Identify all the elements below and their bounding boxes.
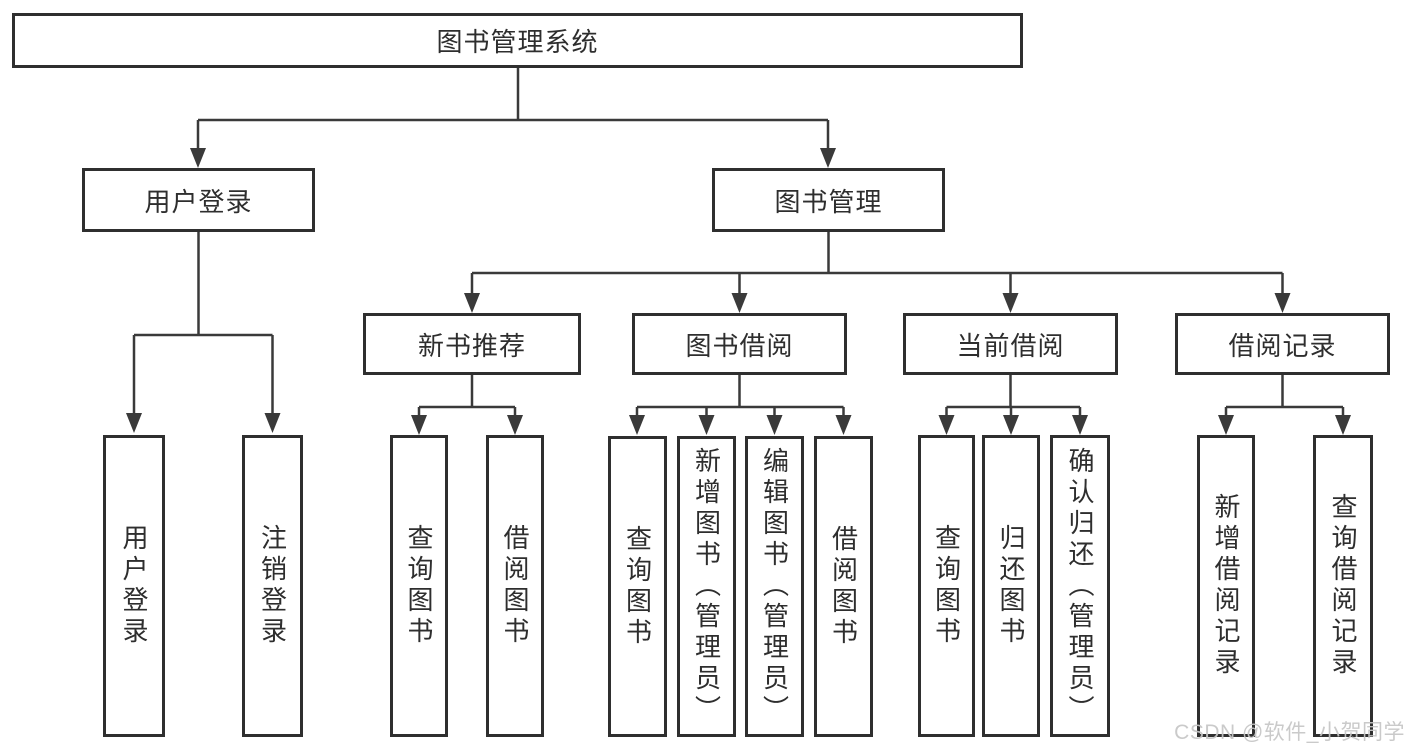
- node-leaf-query-books-recommend-label: 查询图书: [404, 524, 434, 648]
- node-leaf-logout-label: 注销登录: [257, 524, 288, 648]
- node-leaf-query-books-current-label: 查询图书: [931, 524, 962, 648]
- node-leaf-borrow-books-recommend: 借阅图书: [486, 435, 544, 737]
- node-new-book-recommend: 新书推荐: [363, 313, 581, 375]
- node-leaf-user-login: 用户登录: [103, 435, 165, 737]
- node-leaf-add-borrow-record-label: 新增借阅记录: [1211, 493, 1241, 679]
- node-root: 图书管理系统: [12, 13, 1023, 68]
- node-leaf-add-borrow-record: 新增借阅记录: [1197, 435, 1255, 737]
- node-leaf-edit-books-admin-label: 编辑图书（管理员）: [759, 447, 790, 726]
- node-leaf-add-books-admin-label: 新增图书（管理员）: [691, 447, 722, 726]
- node-leaf-borrow-books-label: 借阅图书: [828, 524, 859, 649]
- node-leaf-borrow-books: 借阅图书: [814, 436, 873, 737]
- node-leaf-confirm-return-admin-label: 确认归还（管理员）: [1065, 446, 1095, 726]
- watermark: CSDN @软件_小贺同学: [1174, 721, 1405, 744]
- node-leaf-query-books-current: 查询图书: [918, 435, 975, 737]
- node-leaf-edit-books-admin: 编辑图书（管理员）: [745, 436, 804, 737]
- node-leaf-user-login-label: 用户登录: [119, 524, 149, 648]
- node-leaf-query-borrow-record-label: 查询借阅记录: [1328, 493, 1358, 679]
- node-leaf-logout: 注销登录: [242, 435, 303, 737]
- node-borrow-records: 借阅记录: [1175, 313, 1390, 375]
- node-leaf-borrow-books-recommend-label: 借阅图书: [500, 524, 530, 648]
- node-leaf-query-books-borrow: 查询图书: [608, 436, 667, 737]
- node-leaf-return-books: 归还图书: [982, 435, 1040, 737]
- node-book-borrow: 图书借阅: [632, 313, 847, 375]
- node-leaf-add-books-admin: 新增图书（管理员）: [677, 436, 736, 737]
- node-leaf-confirm-return-admin: 确认归还（管理员）: [1050, 435, 1110, 737]
- node-leaf-return-books-label: 归还图书: [996, 524, 1026, 648]
- node-current-borrow: 当前借阅: [903, 313, 1118, 375]
- node-book-management: 图书管理: [712, 168, 945, 232]
- node-user-login-module: 用户登录: [82, 168, 315, 232]
- node-leaf-query-books-recommend: 查询图书: [390, 435, 448, 737]
- node-leaf-query-borrow-record: 查询借阅记录: [1313, 435, 1373, 737]
- node-leaf-query-books-borrow-label: 查询图书: [622, 524, 653, 649]
